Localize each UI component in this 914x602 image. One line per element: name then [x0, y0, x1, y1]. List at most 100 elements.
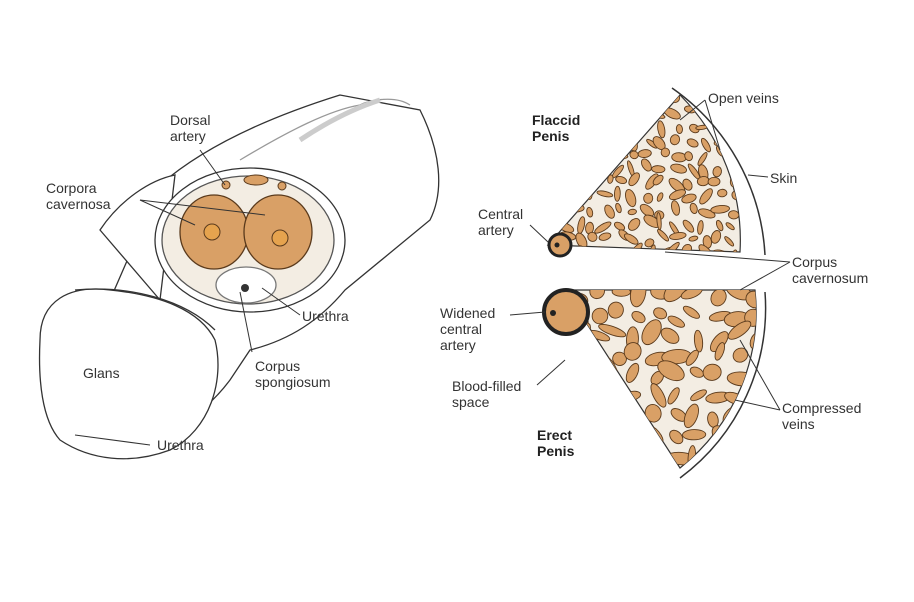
tissue-blob: [736, 132, 741, 145]
tissue-blob: [621, 112, 641, 119]
tissue-blob: [608, 95, 627, 102]
label-blood-filled-space: Blood-filled space: [452, 378, 522, 410]
tissue-blob: [660, 327, 680, 344]
label-urethra-section: Urethra: [302, 308, 349, 324]
tissue-blob: [710, 290, 727, 307]
tissue-blob: [586, 206, 594, 218]
tissue-blob: [667, 315, 685, 328]
label-skin: Skin: [770, 170, 798, 186]
tissue-blob: [725, 222, 735, 231]
tissue-blob: [686, 138, 699, 148]
tissue-blob: [714, 342, 726, 361]
tissue-blob: [625, 448, 640, 465]
tissue-blob: [591, 307, 609, 325]
tissue-blob: [576, 164, 587, 178]
tissue-blob: [571, 144, 583, 164]
tissue-blob: [671, 200, 681, 216]
tissue-blob: [637, 149, 652, 158]
tissue-blob: [554, 180, 570, 191]
tissue-blob: [644, 238, 655, 248]
tissue-blob: [629, 150, 639, 160]
tissue-blob: [724, 236, 735, 247]
tissue-blob: [707, 176, 721, 187]
tissue-blob: [668, 189, 687, 201]
tissue-blob: [682, 219, 695, 233]
tissue-blob: [561, 150, 574, 158]
tissue-blob: [653, 307, 668, 320]
tissue-blob: [589, 144, 596, 159]
tissue-blob: [717, 188, 728, 198]
tissue-blob: [740, 244, 754, 263]
tissue-blob: [657, 360, 685, 382]
tissue-blob: [614, 249, 624, 252]
tissue-blob: [731, 249, 738, 252]
tissue-blob: [582, 136, 595, 144]
tissue-blob: [746, 428, 757, 445]
tissue-blob: [761, 123, 766, 133]
shaft-illustration: [38, 94, 440, 460]
tissue-blob: [629, 290, 647, 308]
label-corpus-cavernosum: Corpus cavernosum: [792, 254, 869, 286]
tissue-blob: [669, 134, 681, 146]
tissue-blob: [613, 221, 626, 231]
tissue-blob: [730, 452, 745, 468]
tissue-blob: [724, 145, 733, 161]
tissue-blob: [594, 107, 610, 117]
corpora-cavernosa: [179, 174, 313, 292]
tissue-blob: [603, 425, 620, 439]
label-compressed-veins: Compressed veins: [782, 400, 862, 432]
tissue-blob: [657, 229, 670, 242]
tissue-blob: [731, 427, 744, 444]
tissue-blob: [604, 378, 616, 408]
tissue-blob: [746, 396, 757, 427]
glans: [38, 288, 219, 460]
tissue-blob: [571, 353, 588, 369]
tissue-blob: [711, 249, 731, 252]
tissue-blob: [620, 103, 629, 123]
tissue-blob: [587, 121, 598, 132]
label-corpora-cavernosa: Corpora cavernosa: [46, 180, 111, 212]
tissue-blob: [710, 204, 730, 214]
tissue-blob: [587, 231, 598, 242]
tissue-blob: [598, 323, 627, 338]
flaccid-wedge: [546, 87, 766, 263]
tissue-blob: [599, 95, 608, 107]
tissue-blob: [640, 158, 652, 172]
tissue-blob: [682, 178, 693, 191]
tissue-blob: [667, 387, 680, 405]
tissue-blob: [582, 111, 601, 119]
tissue-blob: [693, 329, 704, 353]
tissue-blob: [628, 121, 647, 134]
tissue-blob: [591, 384, 609, 400]
tissue-blob: [697, 152, 708, 166]
tissue-blob: [682, 305, 700, 319]
tissue-blob: [562, 196, 571, 207]
tissue-blob: [613, 133, 623, 146]
tissue-blob: [587, 425, 609, 443]
tissue-blob: [740, 109, 741, 122]
tissue-blob: [566, 203, 585, 213]
tissue-blob: [594, 221, 612, 234]
tissue-blob: [587, 95, 594, 110]
tissue-blob: [727, 320, 752, 340]
tissue-blob: [728, 210, 740, 220]
tissue-blob: [623, 233, 639, 245]
tissue-blob: [587, 454, 604, 468]
label-open-veins: Open veins: [708, 90, 779, 106]
tissue-blob: [729, 174, 739, 188]
tissue-blob: [712, 438, 727, 464]
tissue-blob: [652, 174, 664, 186]
tissue-blob: [597, 126, 615, 135]
tissue-blob: [627, 403, 640, 419]
tissue-blob: [625, 362, 640, 383]
tissue-blob: [583, 412, 605, 430]
tissue-blob: [680, 290, 703, 300]
tissue-blob: [573, 95, 584, 105]
tissue-blob: [589, 290, 605, 300]
tissue-blob: [615, 202, 622, 214]
label-central-artery: Central artery: [478, 206, 524, 238]
label-glans: Glans: [83, 365, 120, 381]
tissue-blob: [752, 149, 763, 158]
